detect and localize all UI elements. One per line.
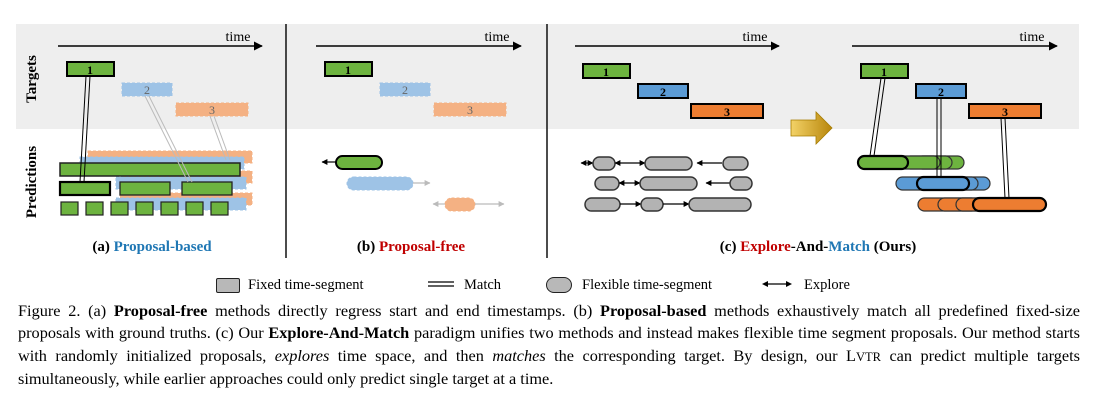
explore-swatch xyxy=(762,281,792,287)
time-label-c2: time xyxy=(1020,30,1045,45)
proposal-green-long xyxy=(59,162,241,177)
proposal-green-matched xyxy=(58,180,112,197)
target-1 xyxy=(66,61,115,77)
prediction-blue-faded xyxy=(346,176,414,191)
panel-c-match: 1 2 3 xyxy=(856,63,1048,213)
target-1 xyxy=(582,63,631,79)
legend: Fixed time-segment Match Flexible time-s… xyxy=(0,271,1093,299)
target-label-2: 2 xyxy=(938,85,944,99)
target-3 xyxy=(690,103,764,119)
proposal-blue-matched xyxy=(915,175,971,192)
target-label-3: 3 xyxy=(1002,105,1008,119)
proposal-gray xyxy=(594,176,620,191)
legend-match-label: Match xyxy=(464,277,502,293)
target-label-3: 3 xyxy=(724,105,730,119)
target-3-faded xyxy=(175,102,249,117)
legend-flexible-label: Flexible time-segment xyxy=(582,277,713,293)
proposal-green xyxy=(181,181,233,196)
proposal-green-small xyxy=(135,201,154,216)
transition-arrow xyxy=(790,111,833,145)
prediction-orange-faded xyxy=(444,197,476,212)
panel-b-title: (b) Proposal-free xyxy=(357,239,466,255)
proposal-orange-matched xyxy=(971,196,1048,213)
target-2-faded xyxy=(121,82,173,97)
target-label-3: 3 xyxy=(209,103,215,117)
panel-b: 1 2 3 (b) Proposal-free xyxy=(321,61,507,255)
flexible-segment-swatch xyxy=(546,277,572,293)
panel-c-explore: 1 2 3 xyxy=(580,63,764,212)
match-line xyxy=(79,75,87,183)
proposal-green xyxy=(119,181,171,196)
target-label-3: 3 xyxy=(467,103,473,117)
proposal-green-small xyxy=(60,201,79,216)
match-line-faded xyxy=(213,115,231,161)
proposal-gray xyxy=(584,197,621,212)
match-line xyxy=(1004,117,1010,199)
target-2-faded xyxy=(379,82,431,97)
figure-2-diagram: Targets Predictions time time time time … xyxy=(16,24,1079,258)
match-line xyxy=(869,77,882,157)
proposal-gray xyxy=(639,176,698,191)
target-label-2: 2 xyxy=(144,83,150,97)
proposal-green-small xyxy=(110,201,129,216)
proposal-green-small xyxy=(160,201,179,216)
target-1 xyxy=(324,61,373,77)
row-label-targets: Targets xyxy=(24,55,40,103)
target-label-1: 1 xyxy=(881,65,887,79)
proposal-green-small xyxy=(185,201,204,216)
match-line xyxy=(1000,117,1006,199)
target-label-2: 2 xyxy=(402,83,408,97)
legend-fixed-label: Fixed time-segment xyxy=(248,277,364,293)
panel-c-title: (c) Explore-And-Match (Ours) xyxy=(720,239,916,255)
fixed-segment-swatch xyxy=(216,278,240,293)
prediction-green xyxy=(335,155,383,170)
proposal-green-matched xyxy=(856,154,910,171)
match-line-faded xyxy=(209,115,227,161)
match-swatch xyxy=(428,281,454,287)
figure-caption: Figure 2. (a) Proposal-free methods dire… xyxy=(18,301,1081,389)
target-label-1: 1 xyxy=(87,63,93,77)
row-label-predictions: Predictions xyxy=(24,146,40,218)
target-label-2: 2 xyxy=(660,85,666,99)
proposal-green-small xyxy=(210,201,229,216)
proposal-gray xyxy=(688,197,752,212)
match-line-faded xyxy=(144,95,189,183)
target-label-1: 1 xyxy=(603,65,609,79)
panel-a-title: (a) Proposal-based xyxy=(92,239,212,255)
legend-explore-label: Explore xyxy=(804,277,850,293)
proposal-gray xyxy=(592,156,616,171)
time-label-b: time xyxy=(485,30,510,45)
time-label-c1: time xyxy=(743,30,768,45)
proposal-gray xyxy=(644,156,693,171)
time-label-a: time xyxy=(226,30,251,45)
target-label-1: 1 xyxy=(345,63,351,77)
match-line xyxy=(873,77,886,157)
match-line xyxy=(83,75,91,183)
target-2 xyxy=(637,83,689,99)
proposal-gray xyxy=(640,197,664,212)
proposal-green-small xyxy=(85,201,104,216)
target-3-faded xyxy=(433,102,507,117)
match-line-faded xyxy=(148,95,193,183)
panel-a: 2 3 1 (a) Proposal-based xyxy=(58,61,253,255)
proposal-gray xyxy=(722,156,749,171)
proposal-gray xyxy=(729,176,753,191)
